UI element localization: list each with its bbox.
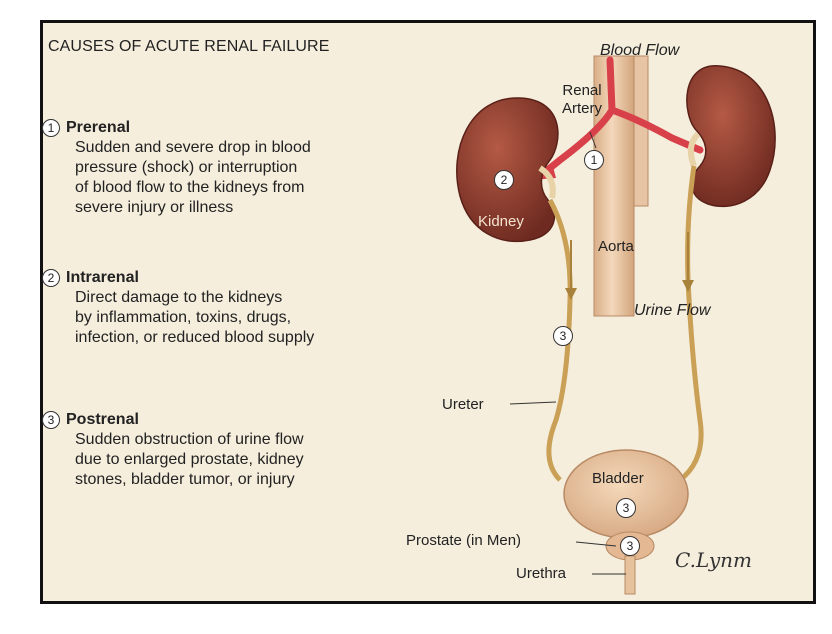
right-ureter-tube bbox=[678, 165, 704, 482]
marker-prostate: 3 bbox=[620, 536, 640, 556]
marker-ureter: 3 bbox=[553, 326, 573, 346]
marker-kidney: 2 bbox=[494, 170, 514, 190]
ureter-label: Ureter bbox=[442, 396, 484, 413]
renal-artery-leader bbox=[589, 131, 597, 149]
left-kidney-shape bbox=[456, 97, 559, 243]
cause-intrarenal: 2 Intrarenal Direct damage to the kidneys… bbox=[42, 268, 442, 348]
diagram-frame bbox=[40, 20, 816, 604]
left-ureter-tube bbox=[546, 198, 573, 482]
prostate-leader bbox=[575, 541, 617, 547]
cause-name: Intrarenal bbox=[66, 269, 139, 286]
cause-name: Prerenal bbox=[66, 119, 131, 136]
urine-flow-label: Urine Flow bbox=[634, 302, 711, 319]
vena-cava-vessel bbox=[633, 55, 649, 207]
cause-description: Sudden and severe drop in blood pressure… bbox=[75, 139, 311, 216]
artist-signature: C.Lynm bbox=[675, 548, 753, 572]
cause-postrenal: 3 Postrenal Sudden obstruction of urine f… bbox=[42, 410, 442, 490]
marker-artery: 1 bbox=[584, 150, 604, 170]
cause-description: Sudden obstruction of urine flow due to … bbox=[75, 431, 304, 488]
bladder-label: Bladder bbox=[592, 470, 644, 487]
cause-name: Postrenal bbox=[66, 411, 139, 428]
cause-description: Direct damage to the kidneys by inflamma… bbox=[75, 289, 315, 346]
urethra-tube bbox=[624, 555, 636, 595]
urethra-label: Urethra bbox=[516, 565, 567, 582]
blood-flow-label: Blood Flow bbox=[600, 42, 680, 59]
marker-bladder: 3 bbox=[616, 498, 636, 518]
prostate-label: Prostate (in Men) bbox=[406, 532, 522, 549]
bladder-shape bbox=[563, 449, 689, 539]
left-hilum-detail bbox=[538, 165, 556, 199]
kidney-label: Kidney bbox=[478, 213, 524, 230]
number-badge: 3 bbox=[42, 411, 60, 429]
number-badge: 2 bbox=[42, 269, 60, 287]
aorta-label: Aorta bbox=[598, 238, 634, 255]
page-title: CAUSES OF ACUTE RENAL FAILURE bbox=[48, 38, 330, 55]
right-kidney-shape bbox=[686, 65, 776, 208]
renal-artery-right-vessel bbox=[608, 106, 704, 154]
cause-prerenal: 1 Prerenal Sudden and severe drop in bloo… bbox=[42, 118, 442, 218]
ureter-leader bbox=[509, 401, 557, 405]
renal-artery-label: Renal Artery bbox=[562, 82, 603, 117]
right-hilum-detail bbox=[687, 131, 701, 168]
number-badge: 1 bbox=[42, 119, 60, 137]
